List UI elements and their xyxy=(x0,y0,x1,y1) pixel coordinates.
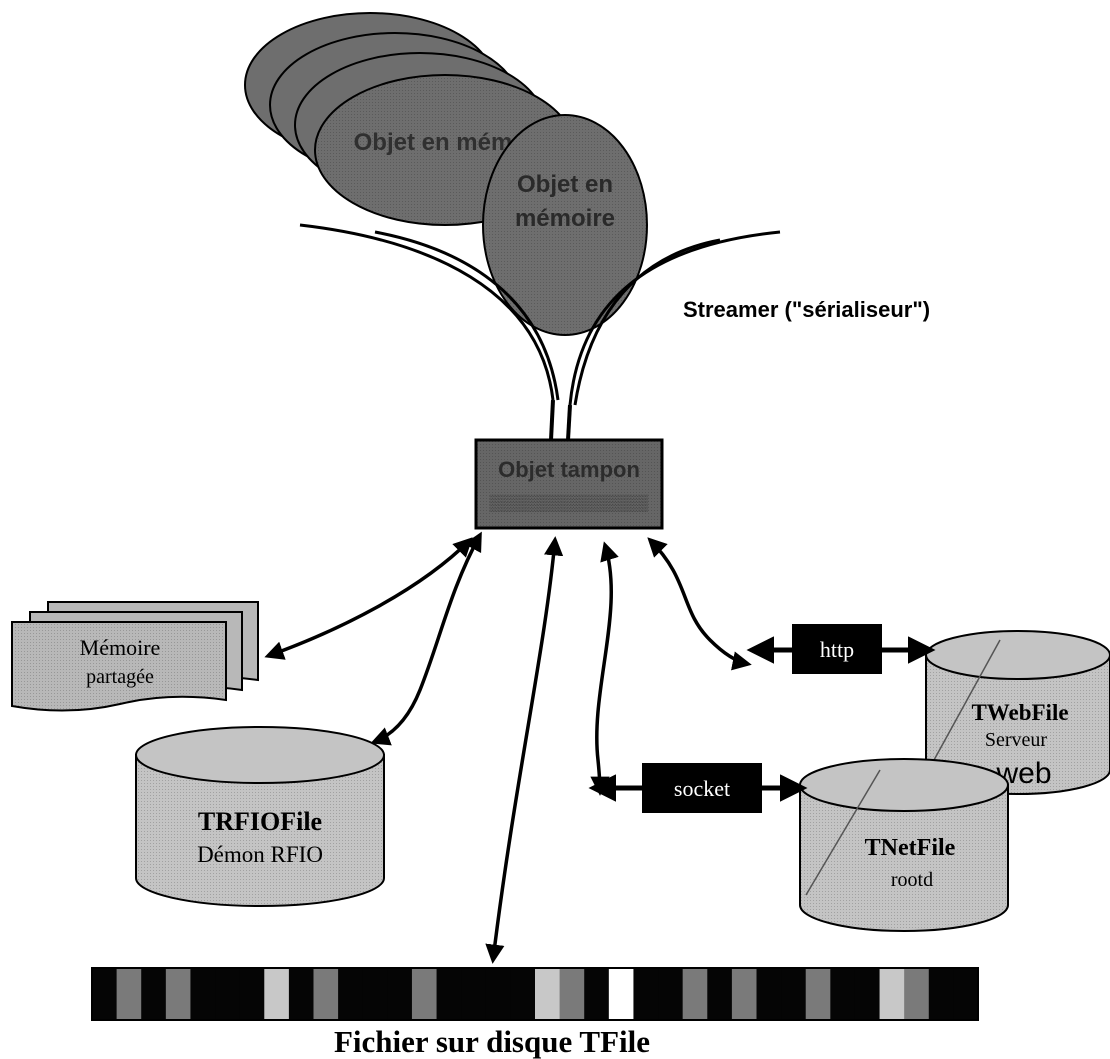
tfile-block xyxy=(658,968,684,1020)
socket-label: socket xyxy=(674,776,730,801)
tfile-block xyxy=(313,968,339,1020)
tfile-block xyxy=(116,968,142,1020)
tfile-block xyxy=(535,968,561,1020)
tfile-block xyxy=(190,968,216,1020)
tfile-block xyxy=(362,968,388,1020)
tfile-block xyxy=(510,968,536,1020)
tfile-block xyxy=(239,968,265,1020)
buffer-label: Objet tampon xyxy=(498,457,640,482)
tfile-block xyxy=(707,968,733,1020)
net-cylinder: TNetFile rootd xyxy=(799,758,1009,932)
tfile-block xyxy=(608,968,635,1020)
http-tag xyxy=(792,624,882,674)
memory-object-front-line2: mémoire xyxy=(515,205,615,232)
memory-objects-stack: Objet en mémoire Objet en mémoire xyxy=(244,12,648,336)
tfile-block xyxy=(854,968,881,1020)
buffer-scribble: ▒▒▒▒▒▒▒▒▒▒▒▒▒▒ xyxy=(490,494,649,512)
rfio-subtitle: Démon RFIO xyxy=(197,842,323,867)
arrow-socket xyxy=(590,541,619,796)
socket-tag xyxy=(642,763,762,813)
connection-arrows xyxy=(264,531,752,964)
tfile-block xyxy=(165,968,192,1020)
streamer-funnel xyxy=(299,223,781,441)
web-cylinder: TWebFile Serveur web xyxy=(925,630,1110,795)
arrow-http xyxy=(647,537,752,671)
shared-memory-line1: Mémoire xyxy=(80,635,161,660)
http-label: http xyxy=(820,637,854,662)
web-title: TWebFile xyxy=(971,700,1068,725)
net-title: TNetFile xyxy=(865,835,956,861)
arrow-tfile xyxy=(485,536,564,964)
tfile-block xyxy=(756,968,782,1020)
tfile-block xyxy=(461,968,487,1020)
tfile-block xyxy=(141,968,167,1020)
memory-object-front-line1: Objet en xyxy=(517,171,613,198)
rfio-title: TRFIOFile xyxy=(198,807,322,836)
tfile-block xyxy=(904,968,930,1020)
tfile-caption: Fichier sur disque TFile xyxy=(334,1024,650,1059)
shared-memory-pages: Mémoire partagée xyxy=(11,601,259,712)
tfile-block xyxy=(682,968,708,1020)
tfile-strip-border xyxy=(91,967,979,1021)
shared-memory-line2: partagée xyxy=(86,666,154,688)
http-connector: http xyxy=(746,624,936,674)
tfile-block xyxy=(781,968,807,1020)
tfile-block xyxy=(830,968,856,1020)
tfile-strip xyxy=(92,968,979,1020)
tfile-block xyxy=(731,968,758,1020)
tfile-block xyxy=(92,968,118,1020)
tfile-block xyxy=(387,968,413,1020)
rfio-cylinder: TRFIOFile Démon RFIO xyxy=(135,726,385,907)
socket-connector: socket xyxy=(588,763,808,813)
tfile-block xyxy=(215,968,241,1020)
tfile-block xyxy=(338,968,364,1020)
streamer-label: Streamer ("sérialiseur") xyxy=(683,297,930,322)
tfile-block xyxy=(928,968,954,1020)
buffer-object: Objet tampon ▒▒▒▒▒▒▒▒▒▒▒▒▒▒ xyxy=(474,438,664,530)
tfile-block xyxy=(411,968,438,1020)
tfile-block xyxy=(805,968,831,1020)
net-subtitle: rootd xyxy=(891,869,933,891)
tfile-block xyxy=(264,968,290,1020)
tfile-block xyxy=(633,968,659,1020)
tfile-block xyxy=(436,968,462,1020)
arrow-rfio xyxy=(370,531,482,746)
tfile-block xyxy=(584,968,610,1020)
tfile-block xyxy=(485,968,511,1020)
tfile-block xyxy=(288,968,315,1020)
tfile-block xyxy=(559,968,585,1020)
web-subtitle: Serveur xyxy=(985,729,1048,751)
tfile-block xyxy=(953,968,979,1020)
tfile-block xyxy=(879,968,905,1020)
